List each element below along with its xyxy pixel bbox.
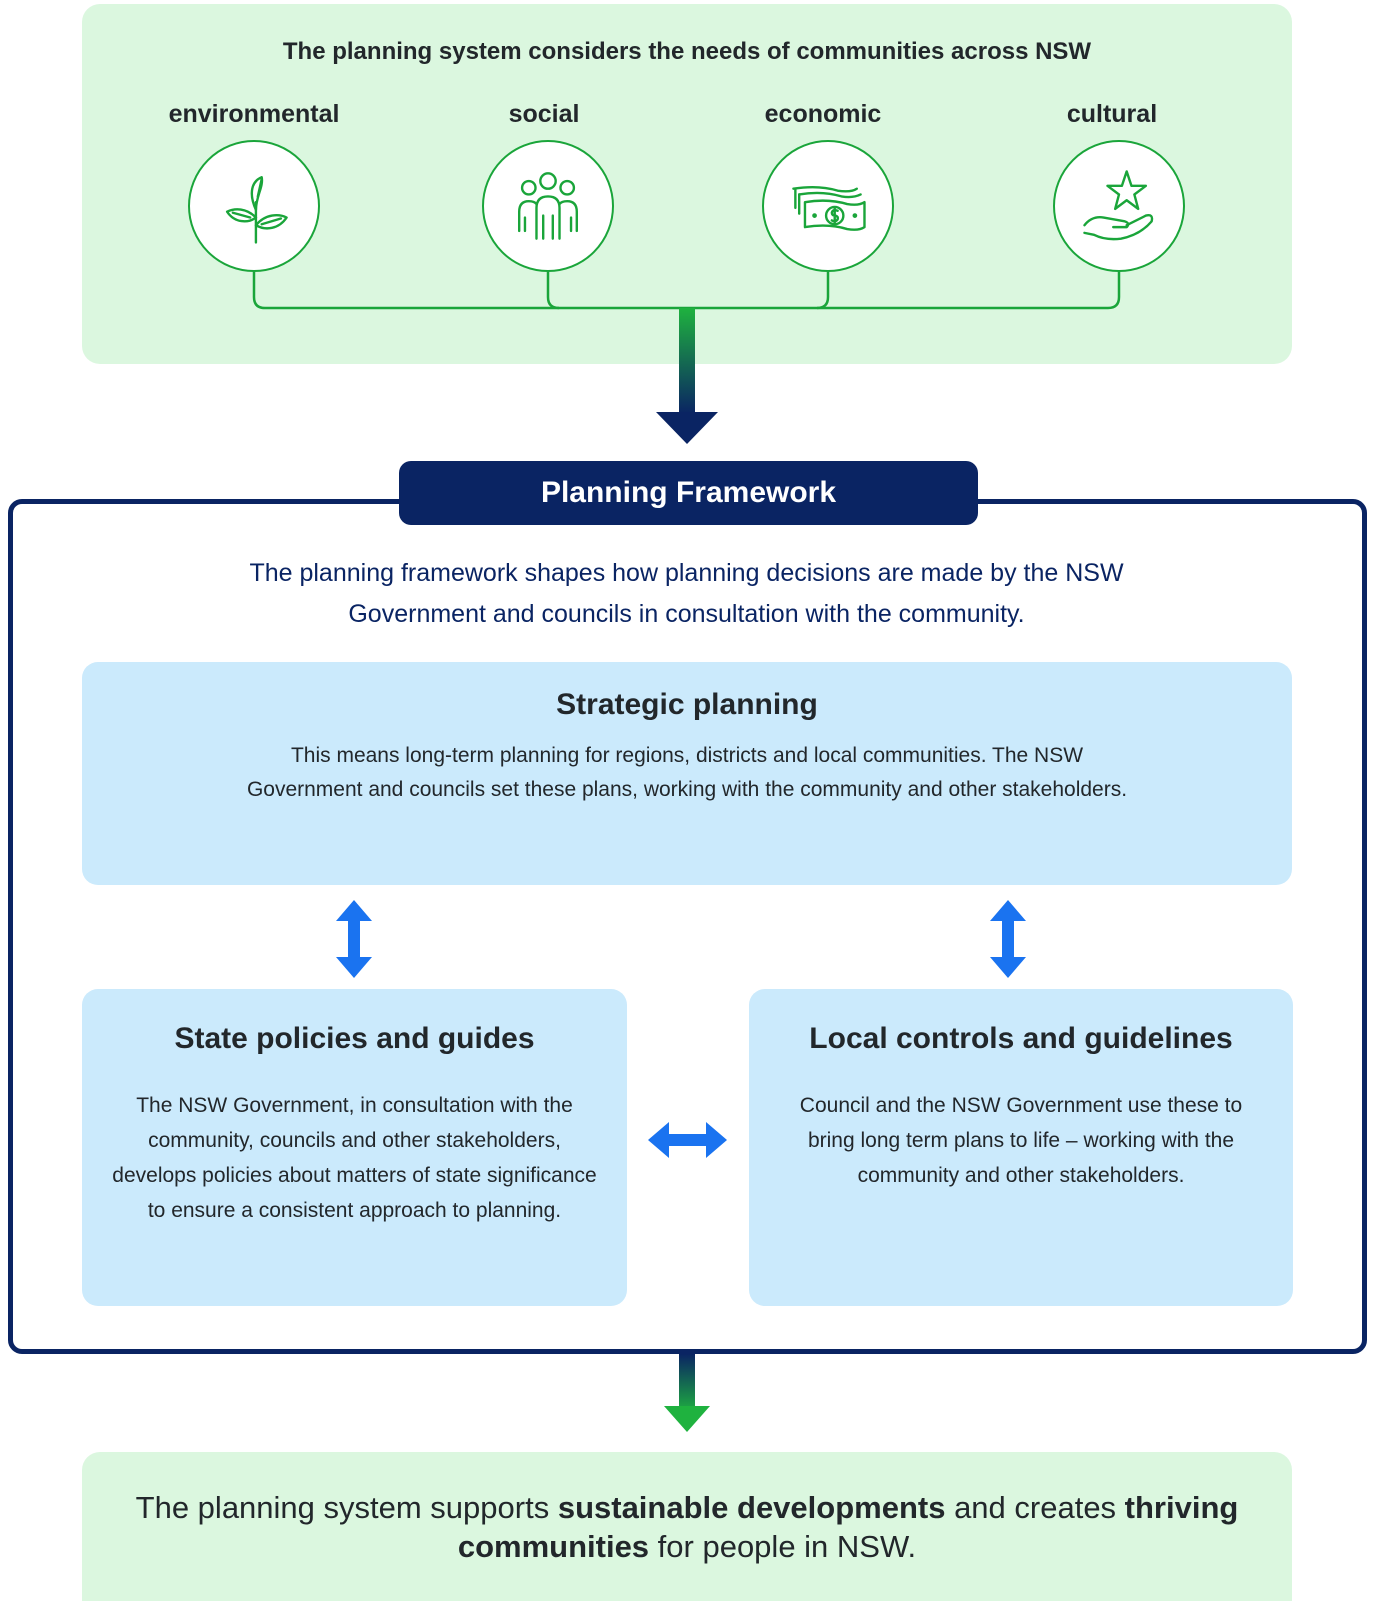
down-arrow-shaft — [679, 308, 695, 414]
need-label-social: social — [508, 100, 580, 128]
plant-icon — [225, 176, 288, 244]
need-label-cultural: cultural — [1066, 100, 1158, 128]
state-policies-card — [82, 989, 627, 1306]
strategic-planning-title: Strategic planning — [556, 688, 818, 721]
local-controls-title: Local controls and guidelines — [809, 1022, 1233, 1055]
strategic-planning-card — [82, 662, 1292, 885]
strategic-planning-description: This means long-term planning for region… — [246, 744, 1128, 801]
social-circle — [482, 140, 614, 272]
outcome-text-part2: and creates — [945, 1490, 1125, 1525]
needs-heading: The planning system considers the needs … — [282, 38, 1092, 65]
state-policies-title: State policies and guides — [174, 1022, 535, 1055]
need-label-economic: economic — [764, 100, 882, 128]
local-controls-card — [749, 989, 1293, 1306]
money-icon — [792, 185, 866, 231]
need-label-environmental: environmental — [168, 100, 340, 128]
framework-title: Planning Framework — [399, 461, 978, 525]
outcome-highlight-sustainable: sustainable developments — [557, 1490, 946, 1525]
framework-description: The planning framework shapes how planni… — [249, 559, 1124, 628]
local-controls-description: Council and the NSW Government use these… — [799, 1094, 1243, 1187]
outcome-text-part1: The planning system supports — [135, 1490, 558, 1525]
output-arrow-head — [664, 1406, 710, 1432]
economic-circle — [762, 140, 894, 272]
outcome-text: The planning system supports sustainable… — [82, 1488, 1292, 1566]
outcome-highlight-thriving: thriving communities — [457, 1490, 1239, 1564]
cultural-circle — [1053, 140, 1185, 272]
down-arrow-head — [656, 412, 718, 444]
environmental-circle — [188, 140, 320, 272]
outcome-panel — [82, 1452, 1292, 1601]
output-arrow-shaft — [679, 1354, 695, 1414]
state-policies-description: The NSW Government, in consultation with… — [112, 1094, 597, 1222]
people-group-icon — [518, 172, 578, 240]
needs-connector-lines — [252, 272, 1121, 444]
outcome-text-part3: for people in NSW. — [649, 1529, 917, 1564]
hand-star-icon — [1083, 170, 1154, 241]
